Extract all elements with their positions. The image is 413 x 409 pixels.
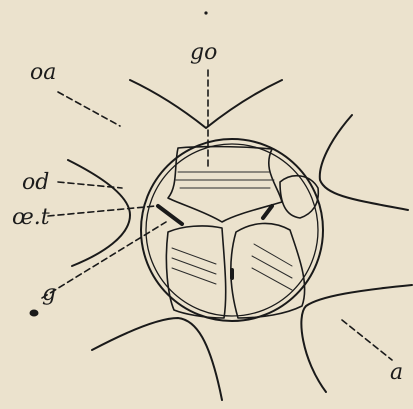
stray-dot [204,11,207,14]
lower-left-cell-outline [92,318,222,400]
nucleus-left [158,206,182,224]
upper-cell-outline [130,80,282,128]
small-right-lobe [280,176,318,218]
right-upper-cell-outline [320,115,408,210]
label-oet: œ.t [12,207,50,229]
leader-od [58,182,122,188]
top-stipple [176,172,274,188]
g-dot [30,310,38,316]
label-od: od [22,172,49,194]
lower-right-chamber [231,223,305,318]
lower-left-stipple [172,248,216,284]
label-g: g [42,283,56,305]
label-go: go [190,42,217,64]
label-a: a [390,362,403,384]
leader-a [342,320,392,360]
leader-g [42,222,166,298]
lower-right-stipple [252,244,292,290]
lower-left-chamber [166,226,225,318]
leader-oet [48,206,156,216]
label-oa: oa [30,62,56,84]
leader-oa [58,92,120,126]
